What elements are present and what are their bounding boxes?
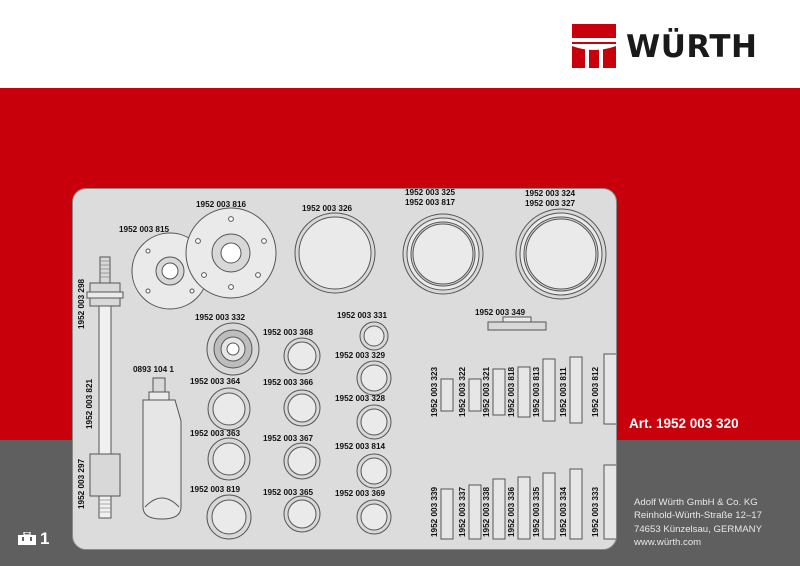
- disc-814: [356, 453, 392, 489]
- label-p819: 1952 003 819: [190, 485, 241, 494]
- label-p1041: 0893 104 1: [133, 365, 174, 374]
- label-p321: 1952 003 321: [482, 366, 491, 417]
- disc-369: [356, 499, 392, 535]
- ring-331: [359, 321, 389, 351]
- label-p365: 1952 003 365: [263, 488, 314, 497]
- label-p331: 1952 003 331: [337, 311, 388, 320]
- spindle-part: [86, 256, 124, 519]
- label-p363: 1952 003 363: [190, 429, 241, 438]
- wurth-logo: WÜRTH: [572, 24, 767, 68]
- bar-349: [487, 316, 547, 331]
- wurth-logo-mark-icon: [572, 24, 616, 68]
- label-p324: 1952 003 324: [525, 189, 576, 198]
- label-p367: 1952 003 367: [263, 434, 314, 443]
- label-p326: 1952 003 326: [302, 204, 353, 213]
- label-p337: 1952 003 337: [458, 486, 467, 537]
- disc-364: [207, 387, 251, 431]
- address-line-web: www.würth.com: [634, 537, 702, 549]
- label-p336: 1952 003 336: [507, 486, 516, 537]
- label-p327: 1952 003 327: [525, 199, 576, 208]
- label-p297: 1952 003 297: [77, 458, 86, 509]
- disc-366: [283, 389, 321, 427]
- ring-324: [515, 208, 607, 300]
- disc-328: [356, 404, 392, 440]
- label-p323: 1952 003 323: [430, 366, 439, 417]
- bushing-332: [206, 322, 260, 376]
- label-p369: 1952 003 369: [335, 489, 386, 498]
- press-piece-lower: [440, 464, 616, 540]
- label-p334: 1952 003 334: [559, 486, 568, 537]
- label-p818: 1952 003 818: [507, 366, 516, 417]
- parts-tray: 1952 003 298 1952 003 821 1952 003 297 1…: [72, 188, 617, 550]
- ring-326: [294, 212, 376, 294]
- label-p364: 1952 003 364: [190, 377, 241, 386]
- label-p814: 1952 003 814: [335, 442, 386, 451]
- tray-case-icon: [18, 532, 36, 545]
- label-p368: 1952 003 368: [263, 328, 314, 337]
- address-line-street: Reinhold-Würth-Straße 12–17: [634, 510, 762, 522]
- ring-325: [402, 213, 484, 295]
- label-p812: 1952 003 812: [591, 366, 600, 417]
- label-p338: 1952 003 338: [482, 486, 491, 537]
- label-p811: 1952 003 811: [559, 367, 568, 417]
- label-p813: 1952 003 813: [532, 366, 541, 417]
- article-number: Art. 1952 003 320: [629, 416, 739, 431]
- label-p816: 1952 003 816: [196, 200, 247, 209]
- label-p817: 1952 003 817: [405, 198, 456, 207]
- label-p332: 1952 003 332: [195, 313, 246, 322]
- header-band: [0, 0, 800, 88]
- label-p325: 1952 003 325: [405, 189, 456, 197]
- label-p322: 1952 003 322: [458, 366, 467, 417]
- disc-819: [206, 494, 252, 540]
- label-p298: 1952 003 298: [77, 278, 86, 329]
- label-p333: 1952 003 333: [591, 486, 600, 537]
- label-p335: 1952 003 335: [532, 486, 541, 537]
- flange-816: [185, 207, 277, 299]
- tray-drawing: 1952 003 298 1952 003 821 1952 003 297 1…: [77, 189, 616, 540]
- disc-329: [356, 360, 392, 396]
- grease-tube: [142, 377, 182, 520]
- page-number: 1: [40, 529, 50, 548]
- label-p329: 1952 003 329: [335, 351, 386, 360]
- label-p366: 1952 003 366: [263, 378, 314, 387]
- disc-365: [283, 495, 321, 533]
- company-address: Adolf Würth GmbH & Co. KG Reinhold-Würth…: [634, 496, 762, 550]
- address-line-company: Adolf Würth GmbH & Co. KG: [634, 497, 758, 508]
- label-p821: 1952 003 821: [85, 378, 94, 429]
- disc-368: [283, 337, 321, 375]
- label-p328: 1952 003 328: [335, 394, 386, 403]
- label-p349: 1952 003 349: [475, 308, 526, 317]
- label-p339: 1952 003 339: [430, 486, 439, 537]
- address-line-city: 74653 Künzelsau, GERMANY: [634, 523, 762, 535]
- label-p815: 1952 003 815: [119, 225, 170, 234]
- disc-363: [207, 437, 251, 481]
- press-piece-upper: [440, 353, 616, 425]
- brand-name: WÜRTH: [626, 29, 758, 65]
- disc-367: [283, 442, 321, 480]
